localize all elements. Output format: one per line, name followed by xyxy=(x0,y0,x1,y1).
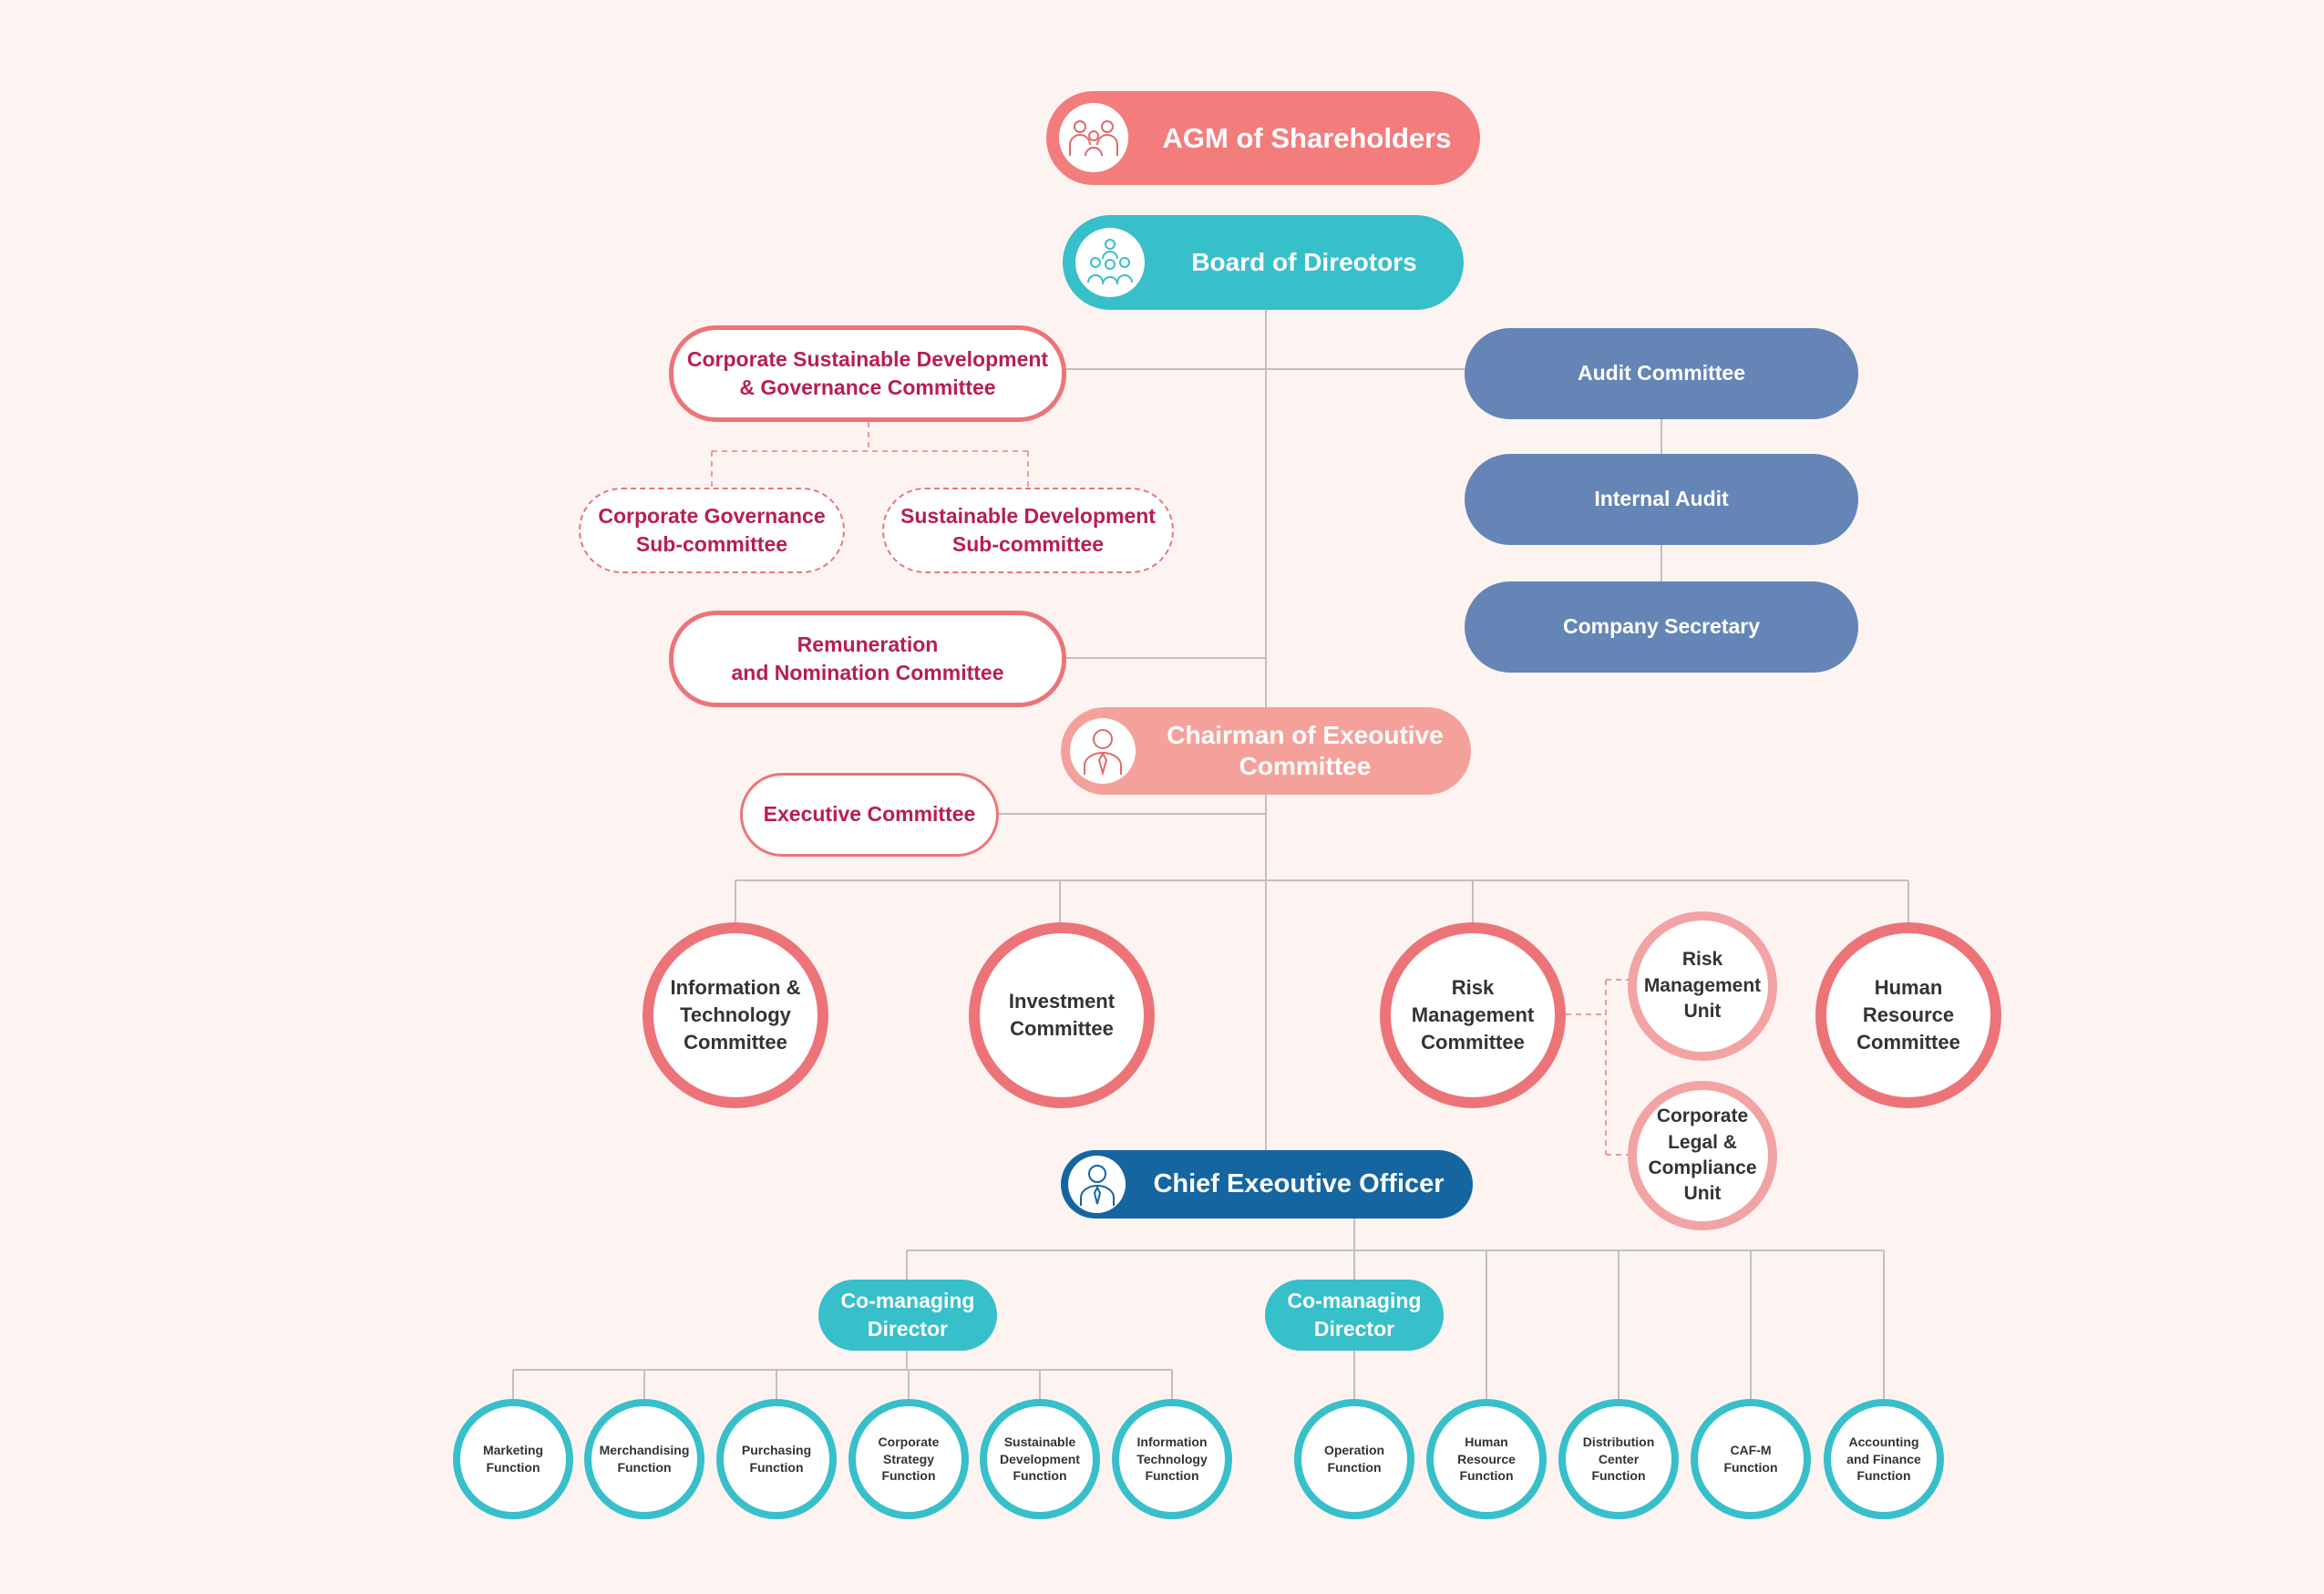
corporate-governance-subcommittee-box: Corporate Governance Sub-committee xyxy=(579,488,845,573)
legal-compliance-unit-circle: Corporate Legal & Compliance Unit xyxy=(1628,1081,1777,1230)
comanaging-director-right: Co-managing Director xyxy=(1265,1280,1444,1351)
executive-committee-box: Executive Committee xyxy=(740,773,999,857)
csdg-committee-box: Corporate Sustainable Development & Gove… xyxy=(669,325,1066,422)
hr-function-circle: Human Resource Function xyxy=(1426,1399,1547,1519)
investment-committee-circle: Investment Committee xyxy=(969,922,1155,1108)
it-committee-circle: Information & Technology Committee xyxy=(643,922,828,1108)
distribution-center-function-circle: Distribution Center Function xyxy=(1558,1399,1679,1519)
agm-label: AGM of Shareholders xyxy=(1162,121,1452,154)
shareholders-icon xyxy=(1059,103,1128,172)
purchasing-function-circle: Purchasing Function xyxy=(716,1399,837,1519)
comanaging-director-left: Co-managing Director xyxy=(818,1280,997,1351)
it-function-circle: Information Technology Function xyxy=(1112,1399,1232,1519)
accounting-finance-function-circle: Accounting and Finance Function xyxy=(1824,1399,1944,1519)
operation-function-circle: Operation Function xyxy=(1294,1399,1414,1519)
company-secretary-box: Company Secretary xyxy=(1465,581,1858,673)
sustainable-development-function-circle: Sustainable Development Function xyxy=(980,1399,1100,1519)
marketing-function-circle: Marketing Function xyxy=(453,1399,573,1519)
sustainable-development-subcommittee-box: Sustainable Development Sub-committee xyxy=(882,488,1174,573)
ceo-box: Chief Exeoutive Officer xyxy=(1061,1150,1473,1219)
audit-committee-box: Audit Committee xyxy=(1465,328,1858,419)
internal-audit-box: Internal Audit xyxy=(1465,454,1858,545)
executive-person-icon xyxy=(1070,718,1136,784)
board-members-icon xyxy=(1075,228,1145,297)
ceo-person-icon xyxy=(1068,1156,1126,1213)
remuneration-nomination-committee-box: Remuneration and Nomination Committee xyxy=(669,611,1066,707)
hr-committee-circle: Human Resource Committee xyxy=(1815,922,2001,1108)
corporate-strategy-function-circle: Corporate Strategy Function xyxy=(848,1399,969,1519)
risk-management-unit-circle: Risk Management Unit xyxy=(1628,911,1777,1061)
ceo-label: Chief Exeoutive Officer xyxy=(1153,1168,1445,1198)
risk-management-committee-circle: Risk Management Committee xyxy=(1380,922,1566,1108)
board-of-directors-box: Board of Direotors xyxy=(1063,215,1464,310)
merchandising-function-circle: Merchandising Function xyxy=(584,1399,704,1519)
board-label: Board of Direotors xyxy=(1191,248,1417,277)
chairman-label: Chairman of Exeoutive Committee xyxy=(1167,721,1444,780)
chairman-executive-committee-box: Chairman of Exeoutive Committee xyxy=(1061,707,1471,795)
agm-shareholders-box: AGM of Shareholders xyxy=(1046,91,1480,185)
caf-m-function-circle: CAF-M Function xyxy=(1691,1399,1811,1519)
